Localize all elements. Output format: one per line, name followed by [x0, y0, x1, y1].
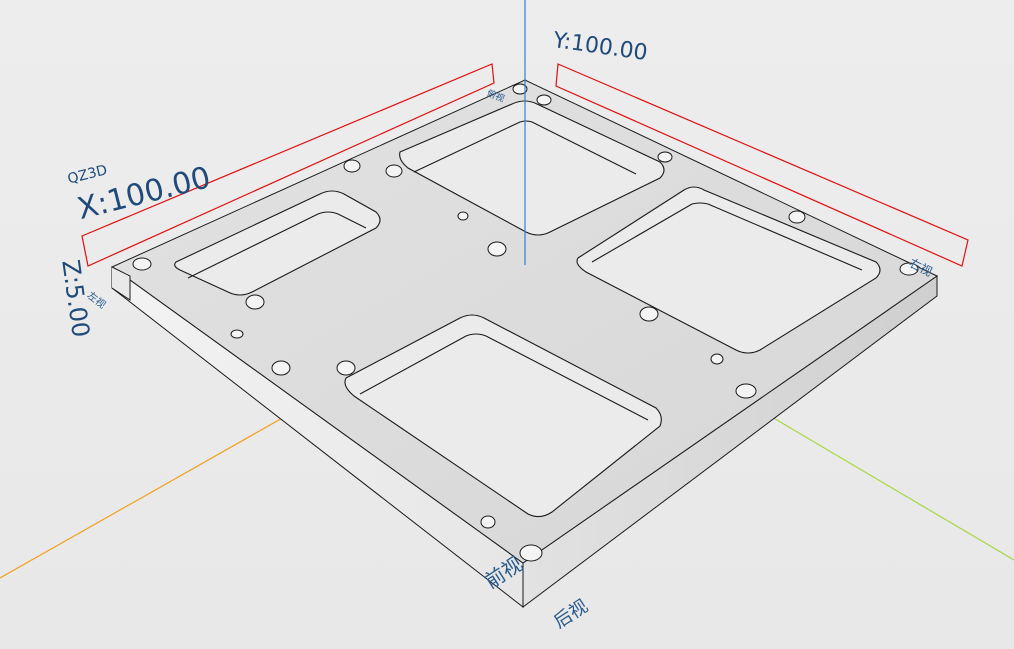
axis-y-line: [759, 409, 1014, 561]
hole: [487, 241, 507, 257]
hole: [132, 257, 152, 271]
hole: [480, 515, 496, 529]
hole: [457, 211, 469, 221]
mounting-holes: [132, 83, 919, 562]
hole: [519, 544, 543, 562]
hole: [512, 83, 528, 95]
axis-x-line: [0, 407, 301, 579]
hole: [788, 210, 806, 224]
pocket-left: [174, 190, 381, 296]
hole: [230, 329, 244, 339]
hole: [271, 360, 291, 376]
hole: [657, 151, 673, 163]
hole: [639, 306, 659, 322]
pocket-right: [576, 186, 881, 354]
dimension-x-frame[interactable]: [81, 63, 495, 267]
hole: [245, 294, 265, 310]
pocket-cutouts: [174, 100, 881, 518]
pocket-front: [344, 314, 662, 518]
hole: [536, 94, 552, 106]
hole: [899, 262, 919, 276]
hole: [385, 164, 403, 178]
hole: [735, 383, 757, 399]
dimension-y-frame[interactable]: [555, 63, 969, 267]
part-notch: [111, 266, 131, 301]
hole: [710, 353, 724, 365]
pocket-back: [399, 100, 665, 236]
hole: [336, 360, 356, 376]
hole: [343, 159, 361, 173]
